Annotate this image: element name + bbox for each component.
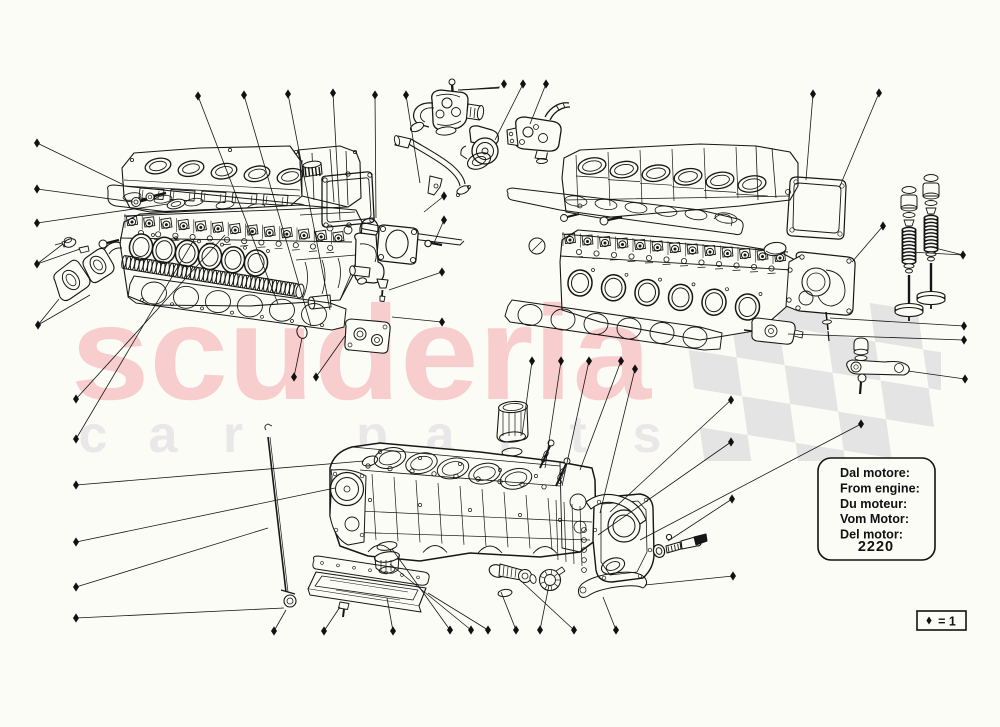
svg-text:Del motor:: Del motor: (840, 528, 903, 542)
svg-text:t: t (569, 406, 586, 464)
svg-text:Vom Motor:: Vom Motor: (840, 512, 909, 526)
svg-text:2220: 2220 (858, 539, 894, 555)
svg-text:c: c (79, 406, 108, 464)
svg-text:Dal motore:: Dal motore: (840, 466, 910, 480)
svg-text:= 1: = 1 (938, 615, 956, 629)
svg-text:Du moteur:: Du moteur: (840, 497, 907, 511)
svg-text:r: r (223, 406, 243, 464)
svg-text:s: s (633, 406, 662, 464)
svg-text:From engine:: From engine: (840, 481, 920, 495)
svg-text:a: a (149, 406, 179, 464)
